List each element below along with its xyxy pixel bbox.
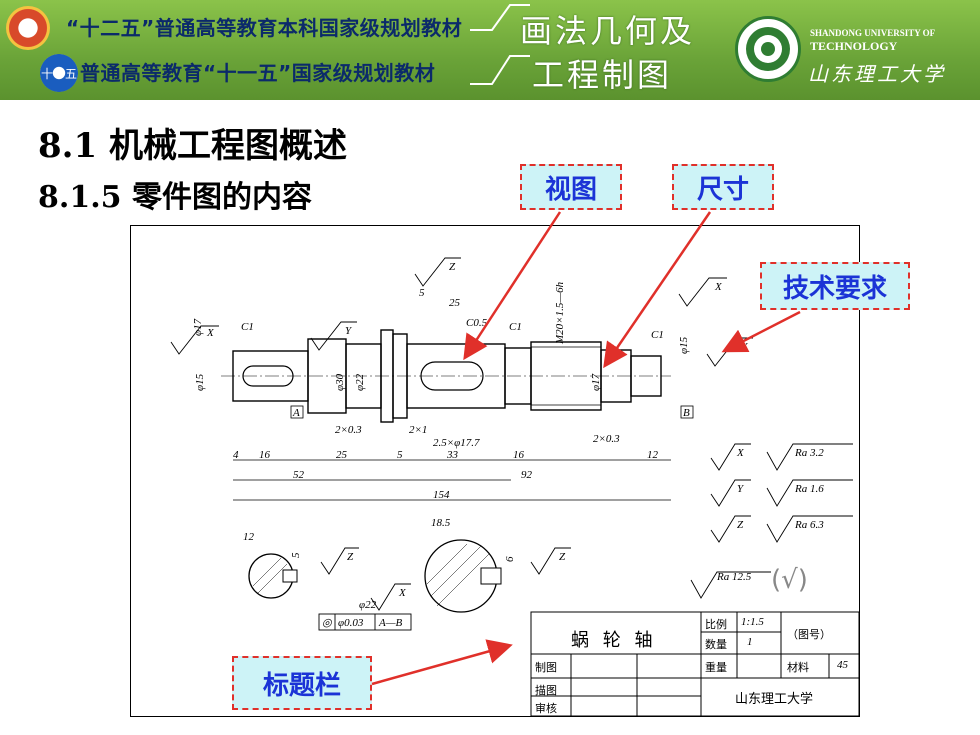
drawing-svg: 5 25 C1 C0.5 C1 C1 M20×1.5—6h φ17 φ15 φ3… [170,257,860,717]
organization: 山东理工大学 [735,692,814,707]
dim-d30: φ30 [334,373,346,391]
part-drawing: 5 25 C1 C0.5 C1 C1 M20×1.5—6h φ17 φ15 φ3… [130,225,860,717]
rough-x-right: X [714,281,723,293]
sec-rough-z1: Z [347,551,354,563]
dim-groove-2: 2×1 [409,424,427,436]
dim-16: 16 [259,449,271,461]
dim-5b: 5 [397,449,403,461]
subsection-title: 8.1.5 零件图的内容 [38,180,312,215]
callout-title-block: 标题栏 [232,656,372,710]
rough-y-right: Y [741,341,749,353]
sec-dim-6: 6 [504,556,516,562]
dim-5: 5 [419,287,425,299]
dim-16b: 16 [513,449,525,461]
dim-groove-1: 2×0.3 [335,424,362,436]
drawing-number: （图号） [787,628,831,641]
legend-sym-y: Y [737,483,745,495]
dim-d22: φ22 [354,373,366,391]
rough-y-mid: Y [345,325,353,337]
dim-c1-mid: C0.5 [466,317,488,329]
badge-2-text: 十一五 [40,66,77,81]
dim-154: 154 [433,489,450,501]
material-value: 45 [837,659,848,671]
dim-c05: C1 [509,321,522,333]
callout-tech-requirements: 技术要求 [760,262,910,310]
sec-dim-5: 5 [290,552,302,558]
dim-25: 25 [449,297,461,309]
series-line-2: 普通高等教育“十一五”国家级规划教材 [80,61,436,85]
rough-z-top: Z [449,261,456,273]
dim-d17-top: φ17 [192,318,204,336]
sec-rough-z2: Z [559,551,566,563]
sec-dim-d22: φ22 [359,599,377,611]
datum-a: A [292,407,300,419]
legend-val-y: Ra 1.6 [794,483,824,495]
section-title: 8.1 机械工程图概述 [38,126,347,166]
material-label: 材料 [787,661,809,674]
dim-c1-left: C1 [241,321,254,333]
traced-label: 描图 [535,684,557,697]
dim-92: 92 [521,469,533,481]
series-badge-2-icon: 十一五 [40,54,78,92]
checked-label: 审核 [535,702,557,715]
dim-groove-4: 2×0.3 [593,433,620,445]
book-title-line-1: 画法几何及 [520,12,696,50]
rough-x-left: X [206,327,215,339]
series-line-1: “十二五”普通高等教育本科国家级规划教材 [66,16,463,40]
university-name-cn: 山东理工大学 [808,62,946,86]
tol-symbol-icon: ◎ [322,617,333,629]
dim-d15-right: φ15 [678,336,690,354]
callout-dimension: 尺寸 [672,164,774,210]
dim-thread: M20×1.5—6h [554,281,566,345]
legend-rest: Ra 12.5 [716,571,752,583]
dim-4: 4 [233,449,239,461]
callout-view: 视图 [520,164,622,210]
datum-b: B [683,407,690,419]
weight-label: 重量 [705,661,727,674]
dim-groove-3: 2.5×φ17.7 [433,437,480,449]
legend-val-x: Ra 3.2 [794,447,824,459]
legend-sym-z: Z [737,519,744,531]
part-name: 蜗 轮 轴 [571,630,657,651]
header-banner: “十二五”普通高等教育本科国家级规划教材 十一五 普通高等教育“十一五”国家级规… [0,0,980,100]
university-logo-icon [735,16,801,82]
tol-datum: A—B [378,617,403,629]
dim-12: 12 [647,449,659,461]
book-title-line-2: 工程制图 [532,56,673,94]
scale-label: 比例 [705,618,727,631]
qty-value: 1 [747,636,753,648]
drawn-label: 制图 [535,661,557,674]
qty-label: 数量 [705,638,727,651]
dim-d15-left: φ15 [194,373,206,391]
university-name-en-1: SHANDONG UNIVERSITY OF [810,28,936,38]
dim-25b: 25 [336,449,348,461]
header-divider-icon [470,4,530,85]
series-badge-icon [6,6,50,50]
scale-value: 1:1.5 [741,616,764,628]
tol-value: φ0.03 [338,617,364,629]
legend-sym-x: X [736,447,745,459]
legend-val-z: Ra 6.3 [794,519,824,531]
sec-dim-185: 18.5 [431,517,451,529]
sec-rough-x: X [398,587,407,599]
sec-dim-12: 12 [243,531,255,543]
dim-52: 52 [293,469,305,481]
dim-33: 33 [446,449,459,461]
dim-c1-right: C1 [651,329,664,341]
dim-d17-right: φ17 [590,373,602,391]
legend-rest-symbol-icon: (√) [771,565,808,595]
university-name-en-2: TECHNOLOGY [810,39,898,53]
